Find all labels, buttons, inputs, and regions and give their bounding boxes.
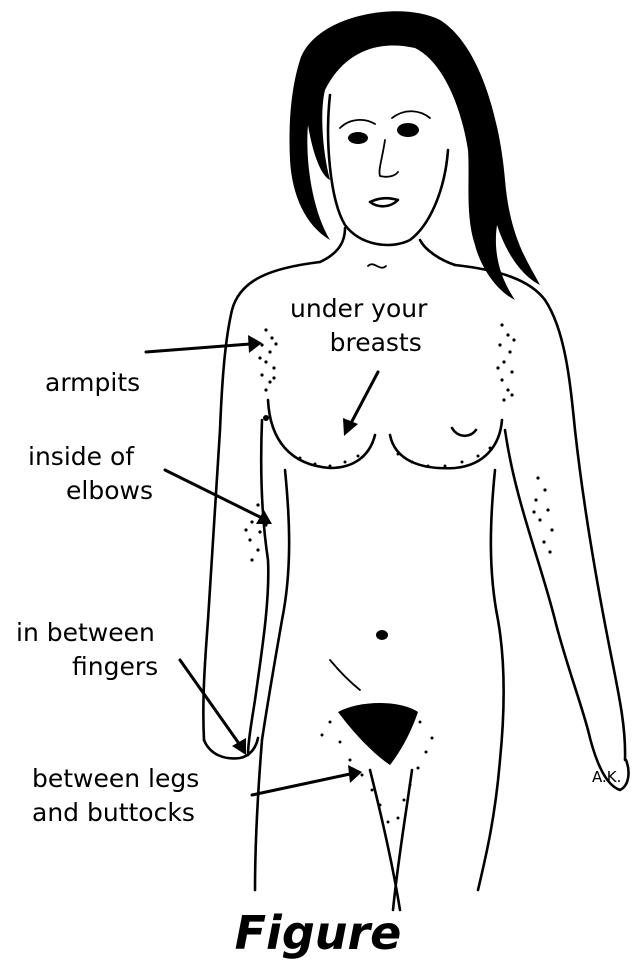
navel [376, 630, 388, 640]
elbow-stipple-right [532, 476, 553, 553]
inner-right-leg [393, 770, 412, 910]
right-eyebrow [392, 111, 430, 118]
figure-caption: Figure [0, 906, 636, 960]
label-under-breasts: under your breasts [290, 292, 427, 360]
nose [379, 140, 398, 177]
label-under-breasts-line2: breasts [290, 326, 427, 360]
right-waist [478, 470, 504, 890]
mouth [370, 198, 398, 206]
armpit-stipple-left [258, 328, 277, 391]
left-nipple [263, 415, 269, 421]
label-elbows: inside of elbows [28, 440, 153, 508]
label-armpits: armpits [45, 366, 140, 400]
right-arm-outer [455, 265, 625, 760]
right-breast [390, 420, 502, 468]
label-legs-buttocks-line1: between legs [32, 762, 199, 796]
arrow-legs-buttocks [252, 765, 362, 795]
label-elbows-line1: inside of [28, 440, 153, 474]
label-elbows-line2: elbows [28, 474, 153, 508]
left-eye [348, 132, 368, 144]
arrow-under-breasts [343, 372, 378, 436]
arrow-fingers [180, 660, 246, 755]
right-eye [397, 123, 419, 137]
left-eyebrow [340, 120, 375, 128]
artist-signature: A.K. [592, 768, 621, 786]
label-under-breasts-line1: under your [290, 292, 427, 326]
label-armpits-line1: armpits [45, 366, 140, 400]
right-nipple [452, 428, 476, 436]
arrow-elbows [165, 470, 272, 524]
label-fingers-line1: in between [16, 616, 158, 650]
left-arm-inner [248, 420, 268, 755]
label-fingers: in between fingers [16, 616, 158, 684]
abdomen-line [330, 660, 360, 690]
label-fingers-line2: fingers [16, 650, 158, 684]
right-arm-inner [505, 430, 588, 730]
pubic-hair [338, 703, 418, 765]
armpit-stipple-right [496, 323, 515, 401]
arrow-armpits [146, 335, 262, 353]
label-legs-buttocks-line2: and buttocks [32, 796, 199, 830]
right-neck [420, 240, 455, 265]
collarbone-mark [368, 264, 386, 267]
label-legs-buttocks: between legs and buttocks [32, 762, 199, 830]
